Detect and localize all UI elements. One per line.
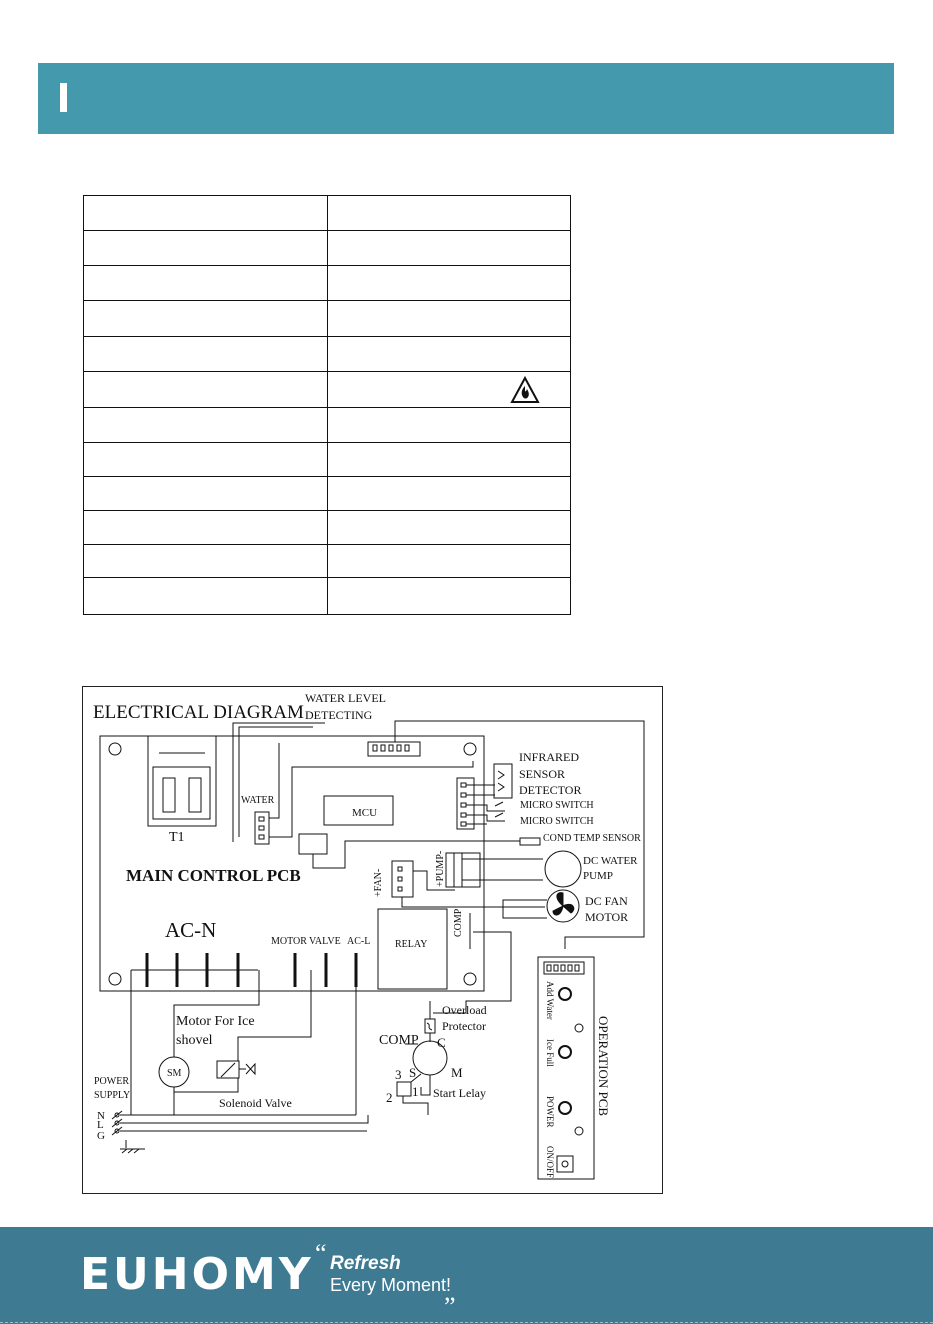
table-row — [84, 577, 570, 578]
table-row — [84, 510, 570, 511]
spec-table-divider — [327, 196, 328, 614]
table-row — [84, 300, 570, 301]
label-supply: SUPPLY — [94, 1090, 130, 1101]
label-add-water: Add Water — [545, 981, 555, 1020]
label-s: S — [409, 1065, 416, 1080]
tagline-every-moment: Every Moment! — [330, 1275, 452, 1295]
footer-divider — [0, 1322, 933, 1323]
label-1: 1 — [412, 1084, 419, 1099]
table-row — [84, 407, 570, 408]
label-dc-fan: DC FAN — [585, 894, 628, 908]
table-row — [84, 442, 570, 443]
label-comp-pcb: COMP — [453, 908, 464, 937]
label-cond-temp-sensor: COND TEMP SENSOR — [543, 833, 641, 844]
label-ice-full: Ice Full — [545, 1039, 555, 1067]
label-water: WATER — [241, 795, 275, 806]
electrical-diagram-drawing: ELECTRICAL DIAGRAM WATER LEVEL DETECTING… — [93, 691, 645, 1180]
tagline-quote-close: „ — [444, 1277, 456, 1306]
label-operation-pcb: OPERATION PCB — [596, 1016, 611, 1116]
table-row — [84, 336, 570, 337]
label-3: 3 — [395, 1067, 402, 1082]
label-sm: SM — [167, 1068, 182, 1079]
label-on-off: ON/OFF — [545, 1146, 555, 1178]
label-micro-switch-2: MICRO SWITCH — [520, 816, 594, 827]
label-detector: DETECTOR — [519, 783, 581, 797]
label-fan-motor: MOTOR — [585, 910, 628, 924]
label-g: G — [97, 1130, 105, 1142]
label-overload: Overload — [442, 1003, 487, 1017]
spec-table — [83, 195, 571, 615]
footer-band: EUHOMY “ Refresh Every Moment! „ — [0, 1227, 933, 1324]
label-dc-water: DC WATER — [583, 855, 638, 867]
tagline-quote-open: “ — [315, 1239, 327, 1268]
label-t1: T1 — [169, 830, 185, 845]
label-shovel: shovel — [176, 1033, 213, 1048]
label-valve: VALVE — [309, 936, 341, 947]
label-pump-connector: +PUMP- — [435, 851, 446, 887]
label-ac-n: AC-N — [165, 918, 216, 942]
table-row — [84, 544, 570, 545]
header-accent-bar — [60, 83, 67, 112]
label-m: M — [451, 1065, 463, 1080]
label-pump: PUMP — [583, 870, 613, 882]
label-2: 2 — [386, 1090, 393, 1105]
tagline-refresh: Refresh — [330, 1253, 401, 1274]
header-band — [38, 63, 894, 134]
label-mcu: MCU — [352, 807, 377, 819]
label-main-control-pcb: MAIN CONTROL PCB — [126, 866, 301, 885]
table-row — [84, 476, 570, 477]
brand-logo: EUHOMY — [80, 1249, 314, 1300]
flammable-warning-icon — [510, 376, 540, 403]
label-power-button: POWER — [545, 1096, 555, 1128]
label-power: POWER — [94, 1076, 129, 1087]
label-c: C — [437, 1035, 446, 1050]
label-n: N — [97, 1110, 105, 1122]
label-l: L — [97, 1119, 104, 1131]
label-relay: RELAY — [395, 939, 427, 950]
label-infrared: INFRARED — [519, 750, 579, 764]
label-motor: MOTOR — [271, 936, 307, 947]
label-ac-l: AC-L — [347, 936, 370, 947]
label-comp: COMP — [379, 1033, 419, 1048]
label-fan-connector: +FAN- — [373, 869, 384, 897]
table-row — [84, 230, 570, 231]
diagram-title: ELECTRICAL DIAGRAM — [93, 702, 304, 723]
label-start-relay: Start Lelay — [433, 1086, 486, 1100]
table-row — [84, 265, 570, 266]
label-sensor: SENSOR — [519, 767, 565, 781]
label-solenoid-valve: Solenoid Valve — [219, 1096, 292, 1110]
table-row — [84, 371, 570, 372]
label-micro-switch-1: MICRO SWITCH — [520, 800, 594, 811]
label-motor-for-ice: Motor For Ice — [176, 1014, 255, 1029]
label-detecting: DETECTING — [305, 708, 373, 722]
label-water-level: WATER LEVEL — [305, 691, 386, 705]
electrical-diagram: ELECTRICAL DIAGRAM WATER LEVEL DETECTING… — [82, 686, 663, 1194]
label-protector: Protector — [442, 1019, 486, 1033]
